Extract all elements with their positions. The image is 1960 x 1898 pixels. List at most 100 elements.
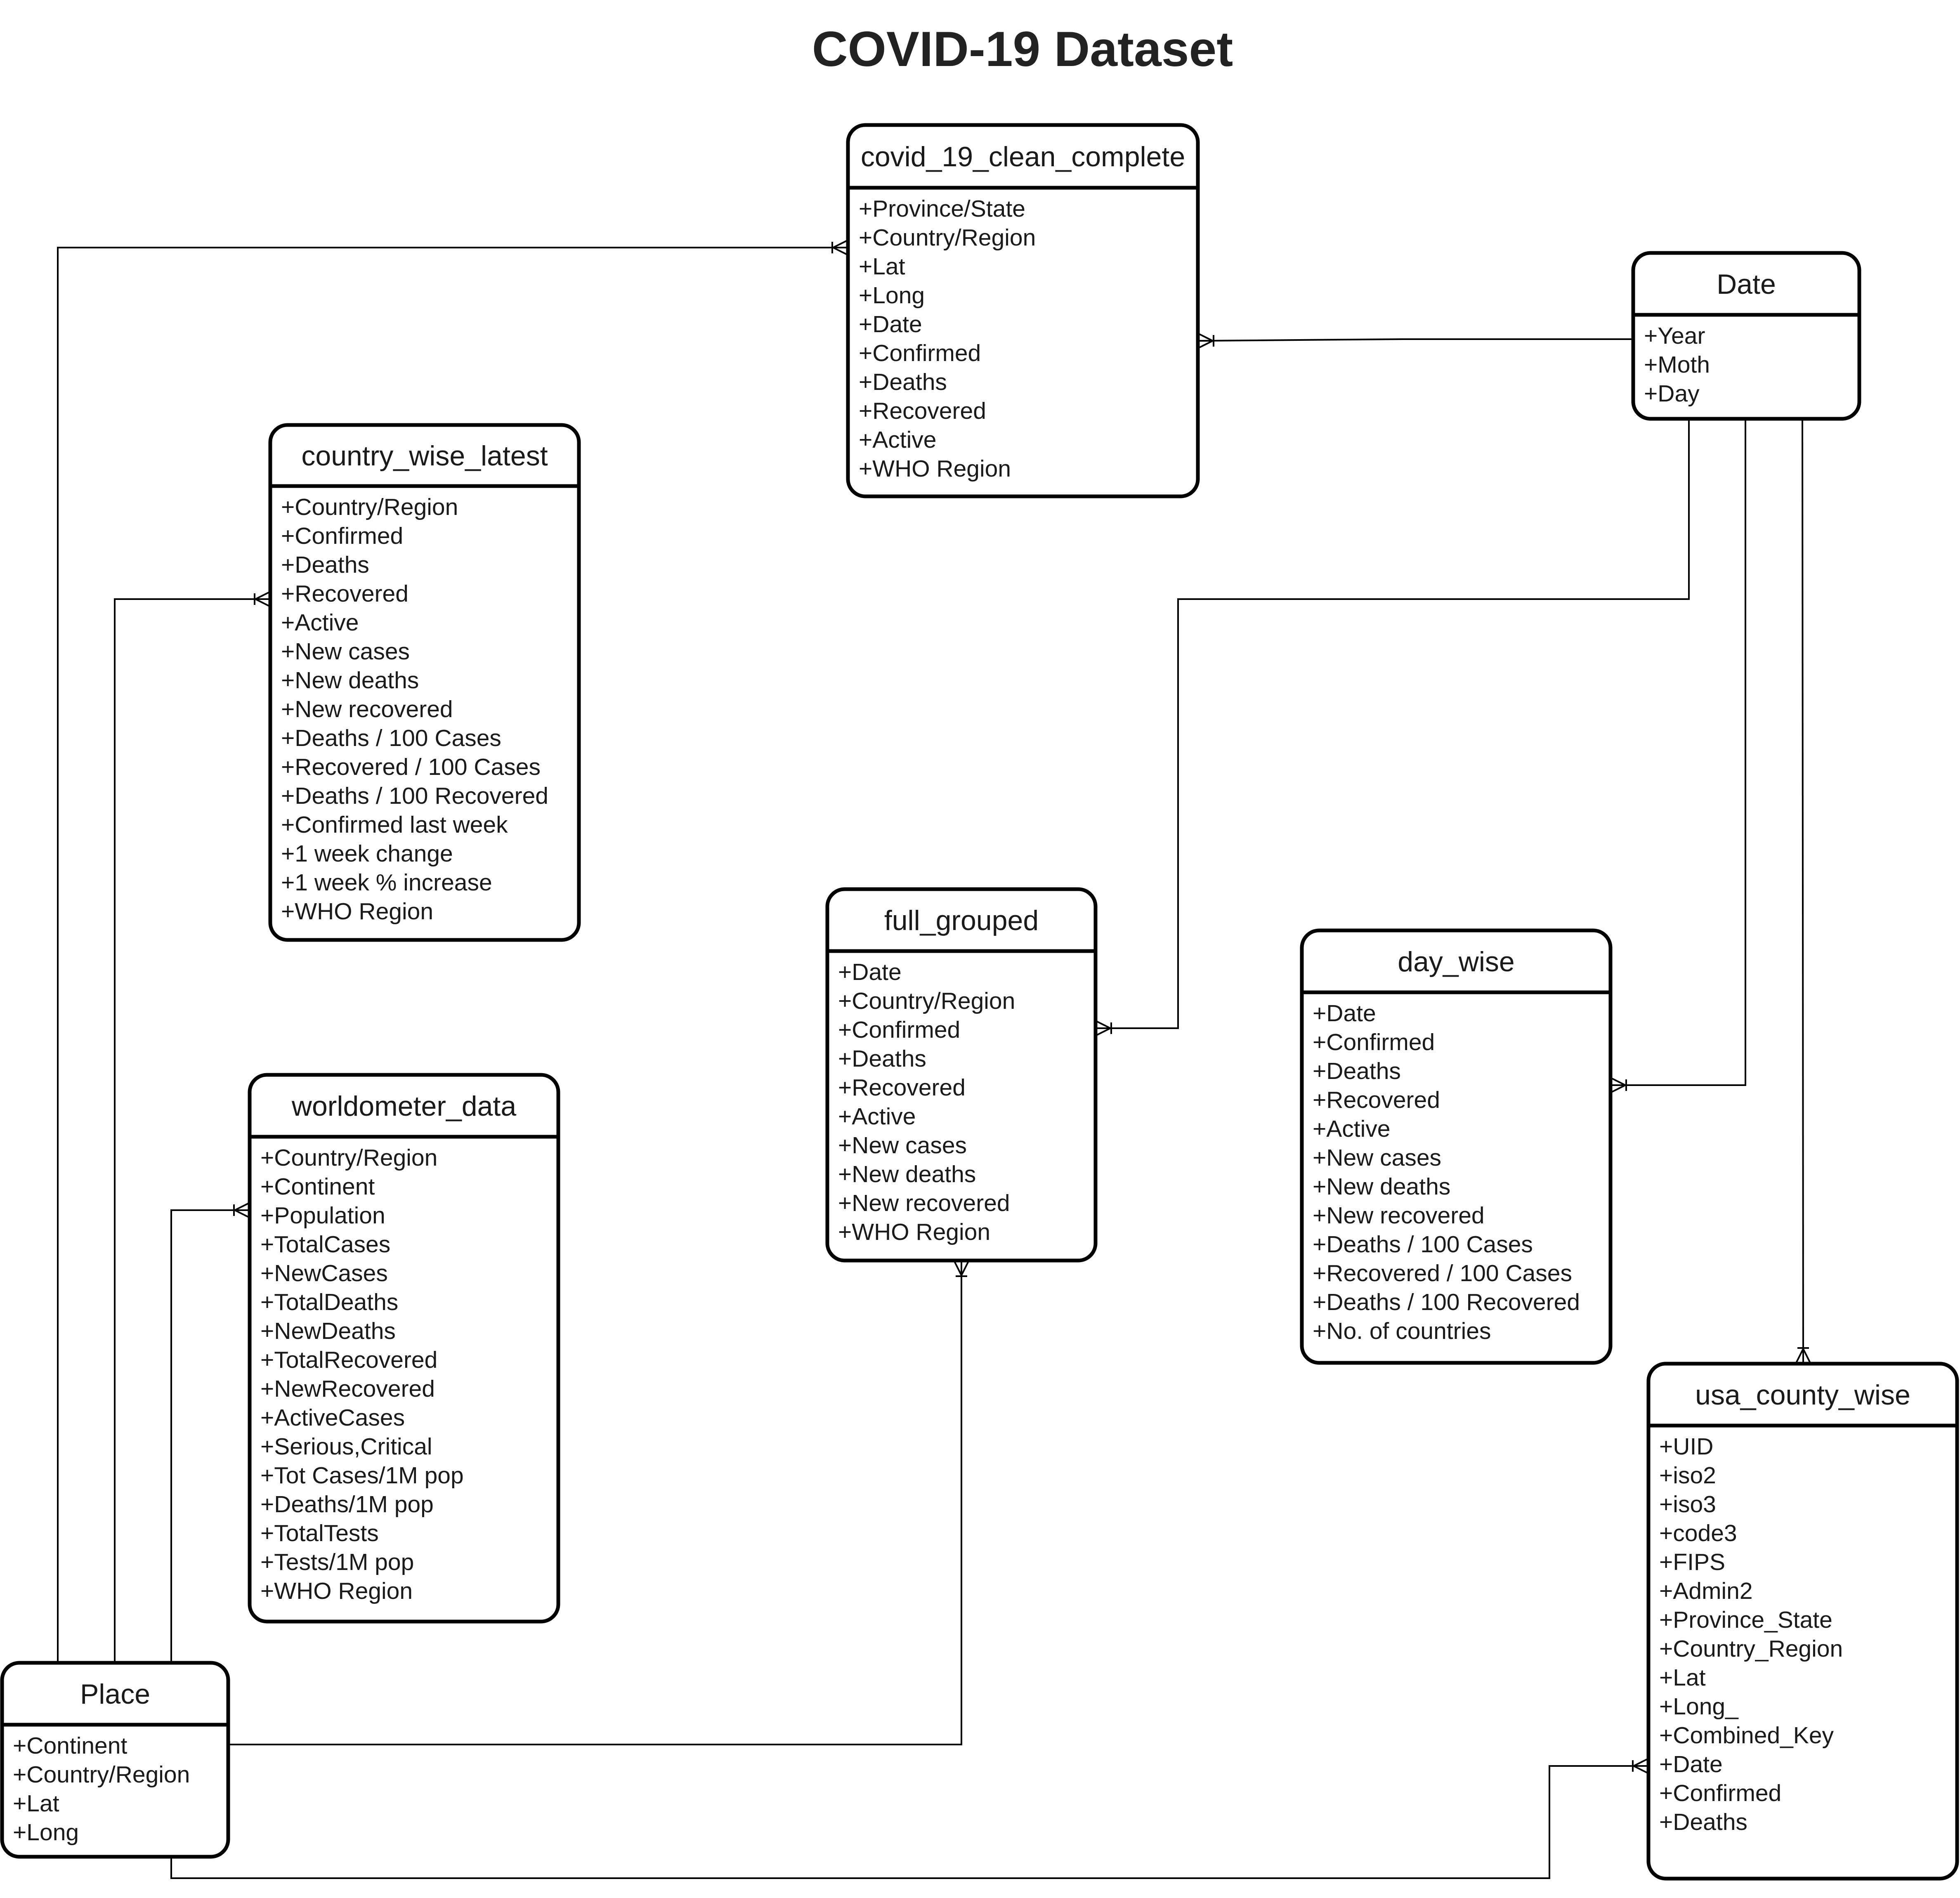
entity-field: +WHO Region: [260, 1578, 413, 1604]
connector-line: [1096, 419, 1690, 1029]
entity-field: +WHO Region: [281, 898, 433, 925]
crows-foot-mark: [1610, 1084, 1626, 1093]
diagram-title: COVID-19 Dataset: [812, 21, 1233, 77]
entity-field: +New cases: [281, 638, 410, 665]
entity-box: [1631, 251, 1861, 421]
entity-field: +Deaths/1M pop: [260, 1491, 434, 1518]
entity-field: +New recovered: [281, 696, 453, 722]
connector-line: [170, 1765, 1648, 1879]
entity-field: +Active: [838, 1103, 916, 1130]
entity-field: +Country/Region: [13, 1761, 190, 1788]
crows-foot-mark: [833, 247, 848, 256]
connector-line: [114, 598, 270, 1663]
entity-field: +Recovered: [281, 581, 409, 607]
entity-box: [0, 1661, 230, 1859]
entity-field: +Deaths: [838, 1046, 926, 1072]
entity-field: +Long: [859, 282, 925, 309]
entity-field: +Long: [13, 1819, 79, 1846]
entity-field: +Lat: [13, 1790, 59, 1817]
entity-field: +Tot Cases/1M pop: [260, 1462, 464, 1489]
entity-field: +Province/State: [859, 196, 1025, 222]
entity-field: +Continent: [13, 1733, 127, 1759]
entity-box: [248, 1073, 560, 1624]
crows-foot-mark: [961, 1260, 970, 1276]
entity-field: +Deaths: [1313, 1058, 1401, 1084]
entity-field: +Date: [838, 959, 902, 985]
entity-field: +Active: [281, 609, 359, 636]
entity-box: [1300, 928, 1613, 1365]
entity-usa-county-wise[interactable]: usa_county_wise+UID+iso2+iso3+code3+FIPS…: [1646, 1362, 1959, 1881]
entity-field: +Continent: [260, 1173, 375, 1200]
relationship-place-to-covid-19-clean-complete[interactable]: [57, 239, 848, 1663]
entity-field: +Day: [1644, 380, 1700, 407]
entity-field: +Recovered: [1313, 1087, 1440, 1113]
connector-line: [1802, 418, 1804, 1364]
entity-field: +No. of countries: [1313, 1318, 1491, 1344]
entity-place[interactable]: Place+Continent+Country/Region+Lat+Long: [0, 1661, 230, 1859]
entity-field: +New deaths: [838, 1161, 976, 1187]
crows-foot-mark: [234, 1209, 250, 1218]
entity-name: Date: [1717, 269, 1776, 300]
entity-field: +Confirmed: [859, 340, 981, 366]
entity-day-wise[interactable]: day_wise+Date+Confirmed+Deaths+Recovered…: [1300, 928, 1613, 1365]
entity-field: +Deaths / 100 Cases: [281, 725, 501, 751]
entity-field: +Deaths / 100 Recovered: [1313, 1289, 1580, 1315]
entity-worldometer-data[interactable]: worldometer_data+Country/Region+Continen…: [248, 1073, 560, 1624]
crows-foot-mark: [234, 1202, 250, 1211]
entity-field: +TotalDeaths: [260, 1289, 398, 1315]
relationship-date-to-covid-19-clean-complete[interactable]: [1197, 333, 1633, 349]
entity-field: +Deaths / 100 Recovered: [281, 783, 548, 809]
entity-field: +Confirmed: [281, 523, 403, 549]
entity-field: +Active: [859, 427, 937, 453]
entity-field: +FIPS: [1659, 1549, 1725, 1575]
entity-field: +Deaths: [1659, 1809, 1747, 1835]
entity-tables: covid_19_clean_complete +Province/State +C…: [0, 123, 1959, 1881]
entity-field: +Tests/1M pop: [260, 1549, 414, 1575]
relationship-date-to-day-wise[interactable]: [1610, 419, 1746, 1093]
entity-country-wise-latest[interactable]: country_wise_latest+Country/Region+Confi…: [268, 423, 581, 942]
entity-name: covid_19_clean_complete: [861, 141, 1185, 172]
crows-foot-mark: [1795, 1348, 1804, 1364]
crows-foot-mark: [255, 591, 271, 600]
entity-field: +UID: [1659, 1433, 1713, 1460]
entity-field: +New deaths: [281, 667, 419, 694]
entity-field: +Date: [1659, 1751, 1723, 1778]
entity-name: usa_county_wise: [1695, 1379, 1910, 1411]
crows-foot-mark: [1095, 1027, 1111, 1036]
entity-field: +Combined_Key: [1659, 1722, 1834, 1749]
entity-field: +Recovered / 100 Cases: [281, 754, 541, 780]
connector-line: [1611, 419, 1746, 1086]
entity-field: +Confirmed: [1313, 1029, 1435, 1055]
entity-field: +Lat: [1659, 1664, 1706, 1691]
entity-field: +Long_: [1659, 1693, 1739, 1720]
entity-date[interactable]: Date+Year+Moth+Day: [1631, 251, 1861, 421]
connector-line: [57, 247, 848, 1663]
relationship-date-to-usa-county-wise[interactable]: [1795, 418, 1811, 1364]
entity-field: +NewRecovered: [260, 1376, 435, 1402]
entity-field: +New cases: [1313, 1145, 1441, 1171]
entity-field: +Confirmed: [1659, 1780, 1781, 1806]
entity-field: +WHO Region: [838, 1219, 990, 1245]
entity-name: full_grouped: [884, 905, 1039, 936]
entity-field: +Deaths / 100 Cases: [1313, 1231, 1533, 1258]
entity-field: +Active: [1313, 1116, 1391, 1142]
relationship-date-to-full-grouped[interactable]: [1095, 419, 1690, 1036]
crows-foot-mark: [953, 1260, 962, 1276]
entity-field: +Lat: [859, 253, 905, 280]
entity-field: +TotalCases: [260, 1231, 390, 1258]
relationship-lines: [57, 239, 1811, 1879]
entity-field: +Year: [1644, 323, 1705, 349]
entity-field: +NewCases: [260, 1260, 388, 1287]
entity-field: +New cases: [838, 1132, 967, 1159]
relationship-place-to-full-grouped[interactable]: [228, 1260, 970, 1745]
relationship-place-to-usa-county-wise[interactable]: [170, 1758, 1649, 1879]
entity-covid-19-clean-complete[interactable]: covid_19_clean_complete +Province/State +C…: [846, 123, 1200, 498]
entity-field: +New recovered: [1313, 1202, 1485, 1229]
crows-foot-mark: [1197, 333, 1213, 342]
entity-full-grouped[interactable]: full_grouped+Date+Country/Region+Confirm…: [825, 887, 1098, 1263]
relationship-place-to-worldometer-data[interactable]: [170, 1202, 250, 1663]
entity-field: +Recovered: [838, 1074, 966, 1101]
relationship-place-to-country-wise-latest[interactable]: [114, 591, 271, 1663]
entity-field: +Country_Region: [1659, 1636, 1843, 1662]
